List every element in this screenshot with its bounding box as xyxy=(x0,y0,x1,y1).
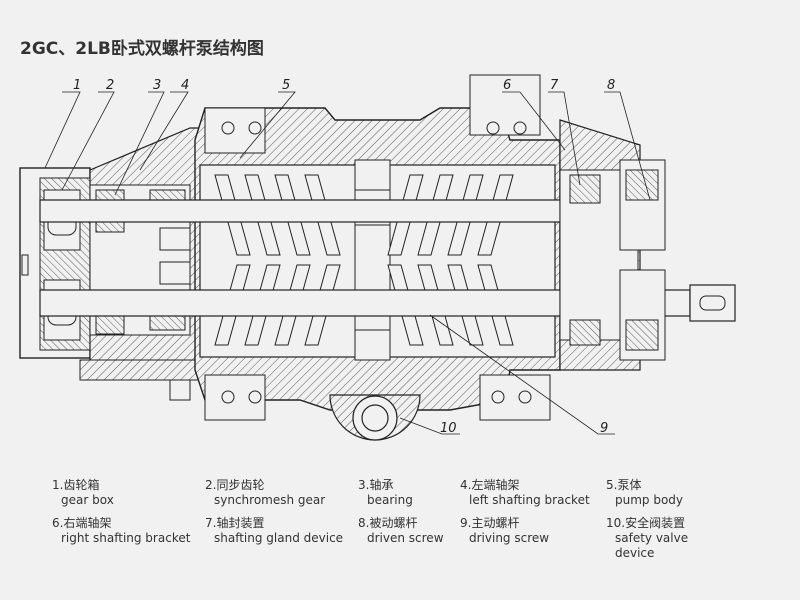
callout-8: 8 xyxy=(607,78,615,93)
callout-6: 6 xyxy=(503,78,511,93)
callout-7: 7 xyxy=(550,78,559,93)
callout-leaders xyxy=(44,91,651,435)
diagram-title: 2GC、2LB卧式双螺杆泵结构图 xyxy=(20,39,264,59)
callout-4: 4 xyxy=(181,78,189,93)
callout-3: 3 xyxy=(153,78,161,93)
safety-valve xyxy=(329,394,421,441)
left-shafting-bracket xyxy=(79,127,206,401)
callout-2: 2 xyxy=(106,78,114,93)
callout-9: 9 xyxy=(600,421,608,436)
right-shafting-bracket xyxy=(559,119,666,371)
pump-cross-section-drawing: 1 2 3 4 5 6 7 8 9 10 xyxy=(19,74,736,441)
gear-box xyxy=(19,167,91,359)
callout-5: 5 xyxy=(282,78,290,93)
callout-1: 1 xyxy=(73,78,81,93)
callout-10: 10 xyxy=(440,421,457,436)
